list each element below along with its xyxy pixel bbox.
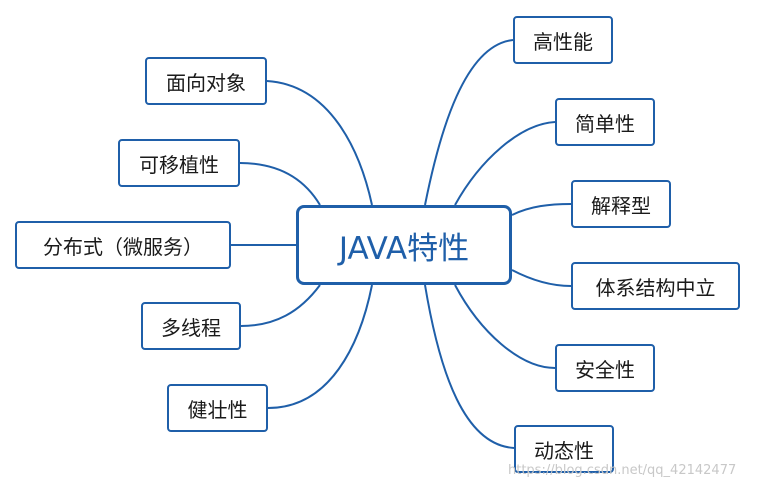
connector-performance xyxy=(424,39,514,206)
node-high-performance[interactable]: 高性能 xyxy=(513,16,613,64)
connector-multithread xyxy=(240,284,321,327)
connector-simplicity xyxy=(454,121,556,206)
center-node[interactable]: JAVA特性 xyxy=(296,205,512,285)
connector-security xyxy=(454,284,556,369)
node-simplicity[interactable]: 简单性 xyxy=(555,98,655,146)
node-object-oriented[interactable]: 面向对象 xyxy=(145,57,267,105)
node-portability[interactable]: 可移植性 xyxy=(118,139,240,187)
connector-neutral xyxy=(511,269,572,287)
connector-robust xyxy=(267,284,373,409)
node-security[interactable]: 安全性 xyxy=(555,344,655,392)
connector-interpreted xyxy=(511,203,572,216)
node-dynamic[interactable]: 动态性 xyxy=(514,425,614,473)
node-interpreted[interactable]: 解释型 xyxy=(571,180,671,228)
connector-portability xyxy=(239,162,321,206)
node-multithreading[interactable]: 多线程 xyxy=(141,302,241,350)
connector-dynamic xyxy=(424,284,515,449)
node-architecture-neutral[interactable]: 体系结构中立 xyxy=(571,262,740,310)
connector-oop xyxy=(266,80,373,206)
node-robustness[interactable]: 健壮性 xyxy=(167,384,268,432)
watermark-text: https://blog.csdn.net/qq_42142477 xyxy=(508,463,737,478)
node-distributed[interactable]: 分布式（微服务） xyxy=(15,221,231,269)
